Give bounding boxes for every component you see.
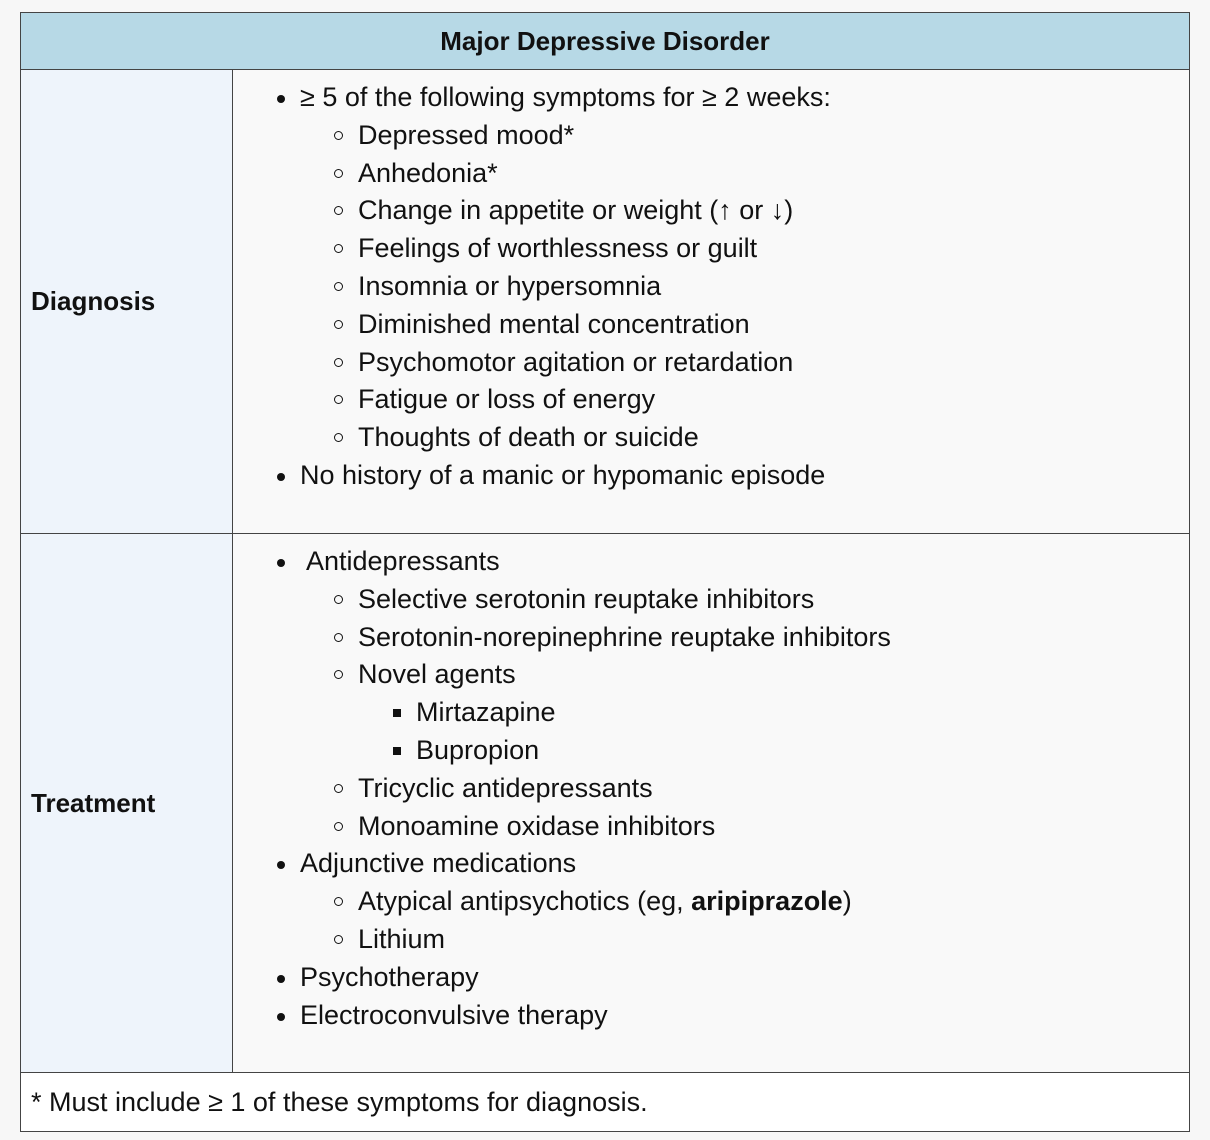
- list-item: Antidepressants Selective serotonin reup…: [233, 543, 1189, 845]
- symptom-list: Depressed mood* Anhedonia* Change in app…: [300, 117, 1189, 457]
- list-item: ≥ 5 of the following symptoms for ≥ 2 we…: [233, 79, 1189, 457]
- diagnosis-label: Diagnosis: [21, 70, 233, 533]
- diagnosis-list: ≥ 5 of the following symptoms for ≥ 2 we…: [233, 79, 1189, 495]
- list-item: Adjunctive medications Atypical antipsyc…: [233, 845, 1189, 958]
- symptom-item: Psychomotor agitation or retardation: [233, 344, 1189, 382]
- symptom-item: Fatigue or loss of energy: [233, 381, 1189, 419]
- symptom-item: Insomnia or hypersomnia: [233, 268, 1189, 306]
- treatment-label: Treatment: [21, 534, 233, 1072]
- drug-class-item: Lithium: [233, 921, 1189, 959]
- antidepressant-list: Selective serotonin reuptake inhibitors …: [300, 581, 1189, 846]
- table-title: Major Depressive Disorder: [21, 13, 1189, 70]
- footnote: * Must include ≥ 1 of these symptoms for…: [21, 1073, 1189, 1131]
- aripiprazole-bold: aripiprazole: [691, 886, 843, 917]
- drug-class-item: Serotonin-norepinephrine reuptake inhibi…: [233, 619, 1189, 657]
- psychotherapy-item: Psychotherapy: [233, 959, 1189, 997]
- criteria-intro: ≥ 5 of the following symptoms for ≥ 2 we…: [300, 82, 831, 112]
- drug-class-item: Monoamine oxidase inhibitors: [233, 808, 1189, 846]
- treatment-list: Antidepressants Selective serotonin reup…: [233, 543, 1189, 1034]
- drug-class-item: Selective serotonin reuptake inhibitors: [233, 581, 1189, 619]
- symptom-item: Depressed mood*: [233, 117, 1189, 155]
- exclusion-item: No history of a manic or hypomanic episo…: [233, 457, 1189, 495]
- diagnosis-row: Diagnosis ≥ 5 of the following symptoms …: [21, 70, 1189, 534]
- antidepressants-label: Antidepressants: [306, 546, 500, 576]
- treatment-row: Treatment Antidepressants Selective sero…: [21, 534, 1189, 1073]
- drug-item: Bupropion: [233, 732, 1189, 770]
- mdd-table: Major Depressive Disorder Diagnosis ≥ 5 …: [20, 12, 1190, 1132]
- treatment-content: Antidepressants Selective serotonin reup…: [233, 534, 1189, 1072]
- adjunctive-label: Adjunctive medications: [300, 848, 577, 879]
- novel-agents-label: Novel agents: [358, 659, 516, 690]
- adjunctive-list: Atypical antipsychotics (eg, aripiprazol…: [300, 883, 1189, 959]
- atypical-suffix: ): [842, 886, 852, 917]
- novel-agents-list: Mirtazapine Bupropion: [358, 694, 1189, 770]
- drug-class-item: Tricyclic antidepressants: [233, 770, 1189, 808]
- drug-class-item: Novel agents Mirtazapine Bupropion: [233, 656, 1189, 769]
- diagnosis-content: ≥ 5 of the following symptoms for ≥ 2 we…: [233, 70, 1189, 533]
- drug-class-item: Atypical antipsychotics (eg, aripiprazol…: [233, 883, 1189, 921]
- ect-item: Electroconvulsive therapy: [233, 997, 1189, 1035]
- symptom-item: Diminished mental concentration: [233, 306, 1189, 344]
- drug-item: Mirtazapine: [233, 694, 1189, 732]
- symptom-item: Anhedonia*: [233, 155, 1189, 193]
- symptom-item: Thoughts of death or suicide: [233, 419, 1189, 457]
- atypical-prefix: Atypical antipsychotics (eg,: [358, 886, 692, 917]
- symptom-item: Feelings of worthlessness or guilt: [233, 230, 1189, 268]
- symptom-item: Change in appetite or weight (↑ or ↓): [233, 192, 1189, 230]
